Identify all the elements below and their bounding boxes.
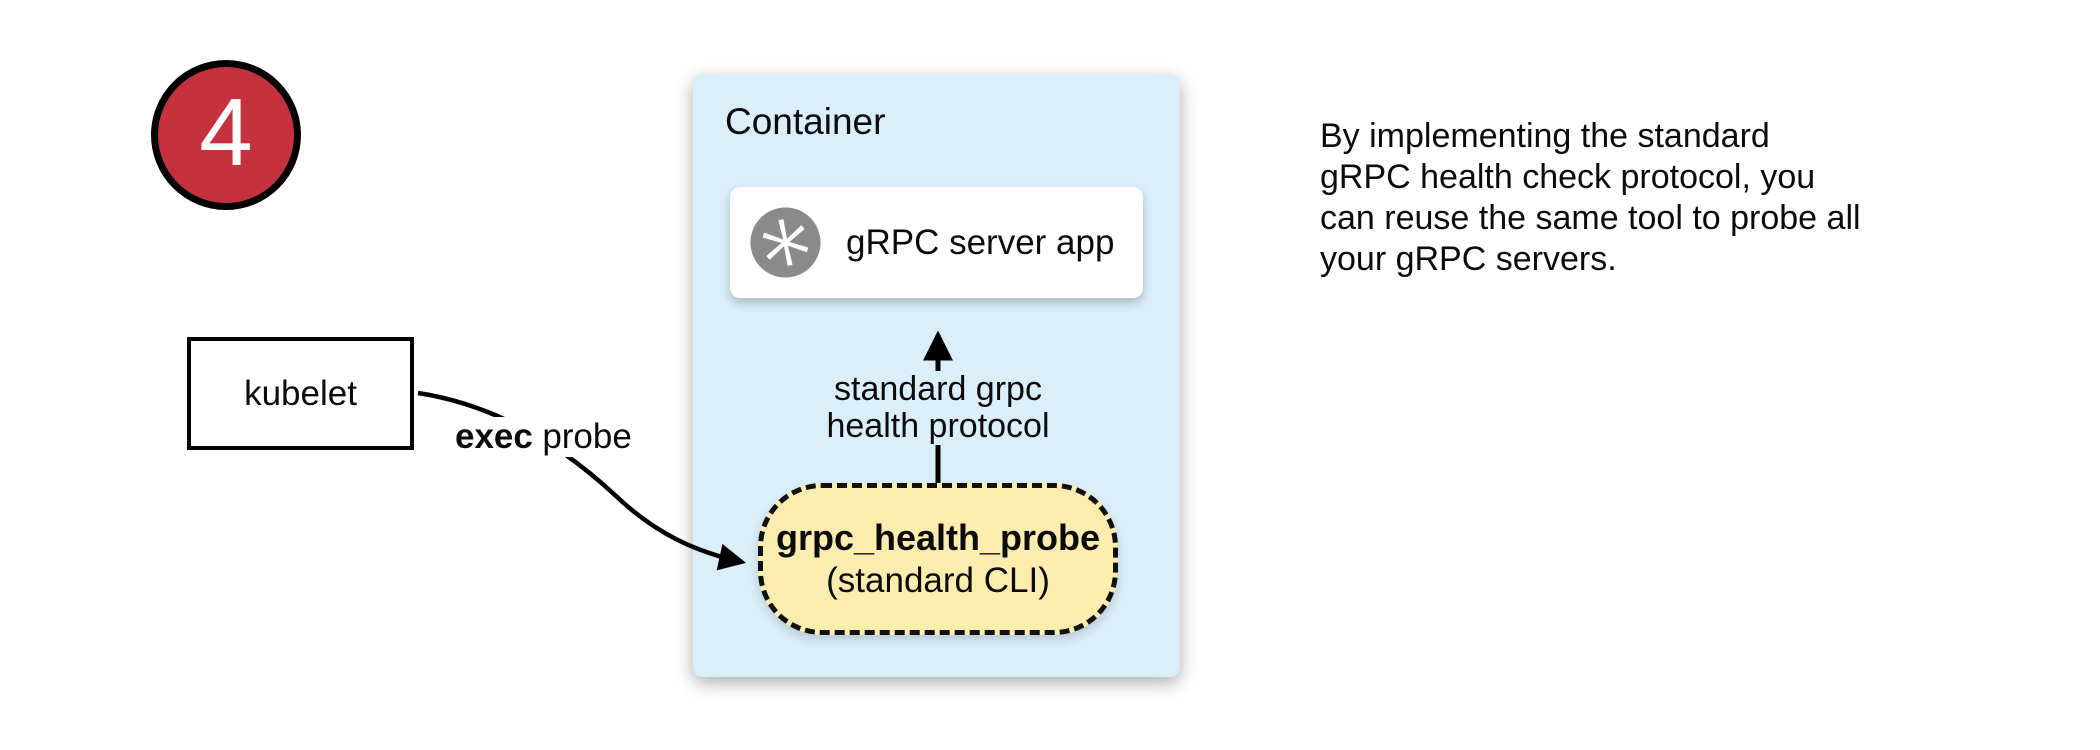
aperture-app-icon <box>750 207 821 278</box>
container-title: Container <box>725 101 886 142</box>
grpc-server-label: gRPC server app <box>846 222 1115 262</box>
note-line: can reuse the same tool to probe all <box>1320 199 1861 237</box>
note-paragraph: By implementing the standard gRPC health… <box>1320 116 1861 280</box>
note-line: By implementing the standard <box>1320 117 1770 155</box>
health-protocol-label: standard grpc health protocol <box>788 371 1088 445</box>
grpc-health-probe-box: grpc_health_probe (standard CLI) <box>758 483 1118 635</box>
kubelet-label: kubelet <box>244 373 357 413</box>
exec-probe-label-bold: exec <box>455 417 533 456</box>
health-protocol-label-line2: health protocol <box>826 407 1050 445</box>
grpc-server-box: gRPC server app <box>730 187 1143 298</box>
note-line: gRPC health check protocol, you <box>1320 158 1816 196</box>
step-badge: 4 <box>151 60 301 210</box>
exec-probe-label-normal: probe <box>542 417 632 456</box>
step-number: 4 <box>199 79 253 186</box>
kubelet-box: kubelet <box>187 337 414 450</box>
grpc-health-probe-name: grpc_health_probe <box>775 517 1101 558</box>
note-line: your gRPC servers. <box>1320 240 1617 278</box>
health-protocol-label-line1: standard grpc <box>834 370 1042 408</box>
grpc-health-probe-subtitle: (standard CLI) <box>826 561 1050 600</box>
